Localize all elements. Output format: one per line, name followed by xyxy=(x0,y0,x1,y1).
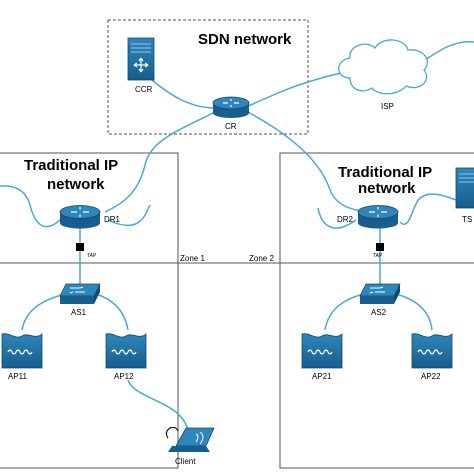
isp-label: ISP xyxy=(381,102,394,111)
tap-right-marker xyxy=(376,243,384,251)
cr-label: CR xyxy=(225,122,237,131)
ap12-access-point-icon xyxy=(105,333,147,369)
sdn-network-title: SDN network xyxy=(198,31,292,48)
link-dr1-right xyxy=(107,204,151,227)
trad-ip-right-title-line1: Traditional IP xyxy=(338,164,432,181)
isp-cloud-icon xyxy=(338,39,428,95)
trad-ip-right-title-line2: network xyxy=(358,180,416,197)
as1-switch-icon xyxy=(59,283,101,304)
as2-label: AS2 xyxy=(371,308,387,317)
ap12-label: AP12 xyxy=(114,372,134,381)
cr-router-icon xyxy=(212,96,250,118)
link-as1-ap11 xyxy=(21,293,67,331)
tap-right-label: TAP xyxy=(373,253,383,259)
dr1-label: DR1 xyxy=(104,215,121,224)
link-dr2-left xyxy=(317,207,357,229)
as2-switch-icon xyxy=(359,283,401,304)
trad-ip-left-title-line2: network xyxy=(47,176,105,193)
zone-2-label: Zone 2 xyxy=(249,254,274,263)
link-dr2-ts xyxy=(399,193,457,225)
dr2-router-icon xyxy=(357,205,399,229)
ap21-label: AP21 xyxy=(312,372,332,381)
sdn-network-box xyxy=(107,19,309,135)
link-ccr-cr xyxy=(151,79,216,109)
link-cr-dr2 xyxy=(247,111,369,213)
dr2-label: DR2 xyxy=(337,215,354,224)
ap22-access-point-icon xyxy=(411,333,453,369)
client-label: Client xyxy=(175,457,196,466)
link-cr-isp xyxy=(247,71,346,107)
as1-label: AS1 xyxy=(71,308,87,317)
ap11-label: AP11 xyxy=(8,372,28,381)
link-as1-ap12 xyxy=(95,293,129,331)
link-as2-ap21 xyxy=(324,293,365,331)
ts-server-icon xyxy=(455,167,474,209)
ap21-access-point-icon xyxy=(301,333,343,369)
ccr-label: CCR xyxy=(135,85,153,94)
ap22-label: AP22 xyxy=(421,372,441,381)
tap-left-label: TAP xyxy=(87,253,97,259)
trad-ip-left-title-line1: Traditional IP xyxy=(24,157,118,174)
tap-left-marker xyxy=(76,243,84,251)
ccr-server-icon xyxy=(127,37,155,81)
zone-2-box xyxy=(279,262,474,469)
client-laptop-icon xyxy=(165,426,215,452)
zone-1-box xyxy=(0,262,179,469)
link-as2-ap22 xyxy=(395,293,433,331)
ap11-access-point-icon xyxy=(1,333,43,369)
link-cr-dr1 xyxy=(104,111,216,213)
zone-1-label: Zone 1 xyxy=(180,254,205,263)
dr1-router-icon xyxy=(59,205,101,229)
link-ap12-client xyxy=(127,379,189,431)
ts-label: TS xyxy=(462,215,472,224)
link-isp-right xyxy=(424,41,474,61)
link-dr1-left xyxy=(0,185,63,228)
